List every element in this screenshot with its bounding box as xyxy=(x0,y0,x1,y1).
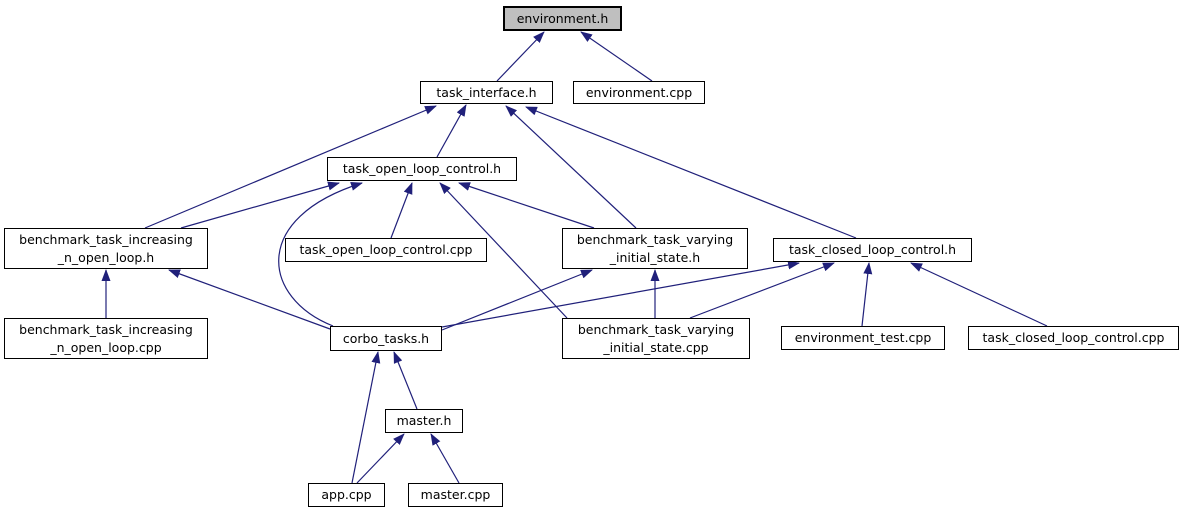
node-master_h[interactable]: master.h xyxy=(385,409,463,433)
edge-benchmark_task_varying_initial_state_h-to-task_open_loop_control_h xyxy=(458,182,595,229)
edge-corbo_tasks_h-to-benchmark_task_increasing_n_open_loop_h xyxy=(168,269,331,330)
edge-benchmark_task_varying_initial_state_cpp-to-task_closed_loop_control_h xyxy=(689,262,835,319)
edge-benchmark_task_varying_initial_state_cpp-to-task_open_loop_control_h xyxy=(439,182,568,319)
edge-environment_cpp-to-environment_h xyxy=(580,31,653,82)
edge-corbo_tasks_h-to-task_closed_loop_control_h xyxy=(441,260,800,328)
node-app_cpp[interactable]: app.cpp xyxy=(308,483,385,507)
node-benchmark_task_varying_initial_state_h[interactable]: benchmark_task_varying _initial_state.h xyxy=(562,228,748,269)
edge-environment_test_cpp-to-task_closed_loop_control_h xyxy=(861,262,873,327)
edge-task_closed_loop_control_h-to-task_interface_h xyxy=(525,106,857,239)
node-task_open_loop_control_h[interactable]: task_open_loop_control.h xyxy=(327,157,517,181)
edge-task_open_loop_control_h-to-task_interface_h xyxy=(436,104,467,158)
node-master_cpp[interactable]: master.cpp xyxy=(408,483,503,507)
edge-task_interface_h-to-environment_h xyxy=(496,31,545,82)
node-environment_cpp[interactable]: environment.cpp xyxy=(573,81,705,104)
node-environment_h[interactable]: environment.h xyxy=(503,6,622,31)
edge-corbo_tasks_h-to-benchmark_task_varying_initial_state_h xyxy=(441,269,593,331)
edge-task_open_loop_control_cpp-to-task_open_loop_control_h xyxy=(390,182,413,239)
edge-task_closed_loop_control_cpp-to-task_closed_loop_control_h xyxy=(910,262,1048,327)
node-task_open_loop_control_cpp[interactable]: task_open_loop_control.cpp xyxy=(285,238,487,262)
node-task_closed_loop_control_h[interactable]: task_closed_loop_control.h xyxy=(773,238,972,262)
edge-corbo_tasks_h-to-task_open_loop_control_h xyxy=(278,181,363,327)
edge-benchmark_task_increasing_n_open_loop_h-to-task_open_loop_control_h xyxy=(180,181,340,229)
edge-app_cpp-to-corbo_tasks_h xyxy=(351,351,381,484)
edge-benchmark_task_varying_initial_state_h-to-task_interface_h xyxy=(505,105,637,229)
edge-app_cpp-to-master_h xyxy=(356,433,405,484)
node-benchmark_task_increasing_n_open_loop_h[interactable]: benchmark_task_increasing _n_open_loop.h xyxy=(4,228,208,269)
edge-master_h-to-corbo_tasks_h xyxy=(393,351,418,410)
node-task_interface_h[interactable]: task_interface.h xyxy=(420,81,553,104)
node-task_closed_loop_control_cpp[interactable]: task_closed_loop_control.cpp xyxy=(968,326,1179,350)
edge-master_cpp-to-master_h xyxy=(430,433,460,484)
node-corbo_tasks_h[interactable]: corbo_tasks.h xyxy=(330,326,442,351)
edge-benchmark_task_increasing_n_open_loop_h-to-task_interface_h xyxy=(144,105,437,229)
node-environment_test_cpp[interactable]: environment_test.cpp xyxy=(781,326,945,350)
node-benchmark_task_varying_initial_state_cpp[interactable]: benchmark_task_varying _initial_state.cp… xyxy=(562,318,750,359)
node-benchmark_task_increasing_n_open_loop_cpp[interactable]: benchmark_task_increasing _n_open_loop.c… xyxy=(4,318,208,359)
